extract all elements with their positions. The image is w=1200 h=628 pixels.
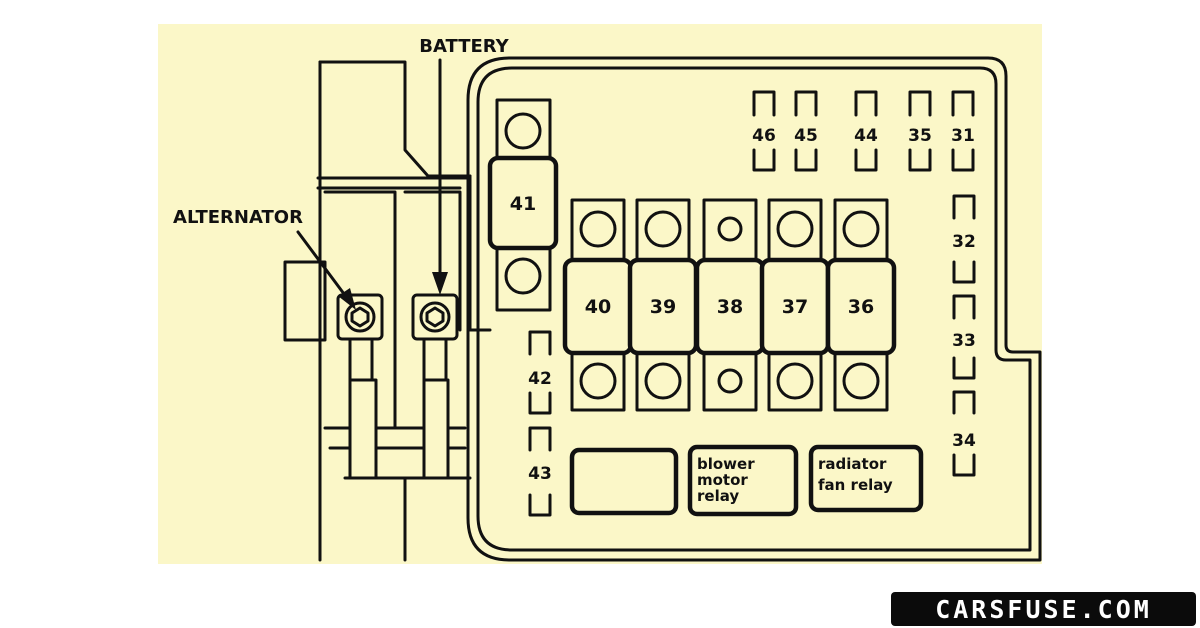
fuse-32-label: 32 (952, 232, 976, 252)
fuse-44: 44 (854, 90, 878, 172)
blower-relay-line-2: motor (697, 471, 748, 489)
fuse-36-label: 36 (848, 296, 874, 318)
fuse-33-label: 33 (952, 331, 976, 351)
battery-label: BATTERY (419, 36, 509, 57)
fuse-36-assembly: 36 (825, 198, 897, 412)
fuse-41 (487, 155, 559, 251)
radiator-fan-relay: radiator fan relay (808, 444, 924, 513)
fuse-box-inner-outline (476, 66, 1032, 552)
fuse-45-label: 45 (794, 126, 818, 146)
fuse-44-label: 44 (854, 126, 878, 146)
fuse-38-assembly: 38 (694, 198, 766, 412)
fuse-31-label: 31 (951, 126, 975, 146)
radiator-relay-line-2: fan relay (818, 476, 893, 494)
blower-relay-line-1: blower (697, 455, 755, 473)
fuse-43-label: 43 (528, 464, 552, 484)
fuse-39-assembly: 39 (627, 198, 699, 412)
fuse-46: 46 (752, 90, 776, 172)
unlabeled-relay (569, 447, 679, 516)
fuse-40-assembly: 40 (562, 198, 634, 412)
blower-relay-line-3: relay (697, 487, 739, 505)
fuse-box-outline (466, 56, 1042, 562)
fuse-42-label: 42 (528, 369, 552, 389)
battery-terminal (411, 293, 459, 480)
fuse-38-label: 38 (717, 296, 743, 318)
fuse-46-label: 46 (752, 126, 776, 146)
carsfuse-watermark: CARSFUSE.COM (891, 592, 1196, 626)
fuse-37-label: 37 (782, 296, 808, 318)
alternator-arrow (296, 230, 356, 310)
blower-motor-relay: blower motor relay (687, 444, 799, 517)
fuse-42: 42 (528, 330, 552, 415)
fuse-35-label: 35 (908, 126, 932, 146)
alternator-label: ALTERNATOR (173, 207, 303, 228)
fuse-33: 33 (952, 294, 976, 380)
fuse-39-label: 39 (650, 296, 676, 318)
fuse-43: 43 (528, 426, 552, 517)
alternator-terminal (336, 293, 384, 480)
fuse-40-label: 40 (585, 296, 611, 318)
fuse-32: 32 (952, 194, 976, 284)
radiator-relay-line-1: radiator (818, 455, 887, 473)
fuse-36 (825, 257, 897, 356)
fuse-45: 45 (794, 90, 818, 172)
fuse-34-label: 34 (952, 431, 976, 451)
fuse-34: 34 (952, 390, 976, 477)
fuse-31: 31 (951, 90, 975, 172)
fuse-37-assembly: 37 (759, 198, 831, 412)
fuse-35: 35 (908, 90, 932, 172)
battery-arrow (432, 58, 448, 295)
fuse-41-label: 41 (510, 193, 536, 215)
fuse-41-assembly: 41 (487, 98, 559, 312)
